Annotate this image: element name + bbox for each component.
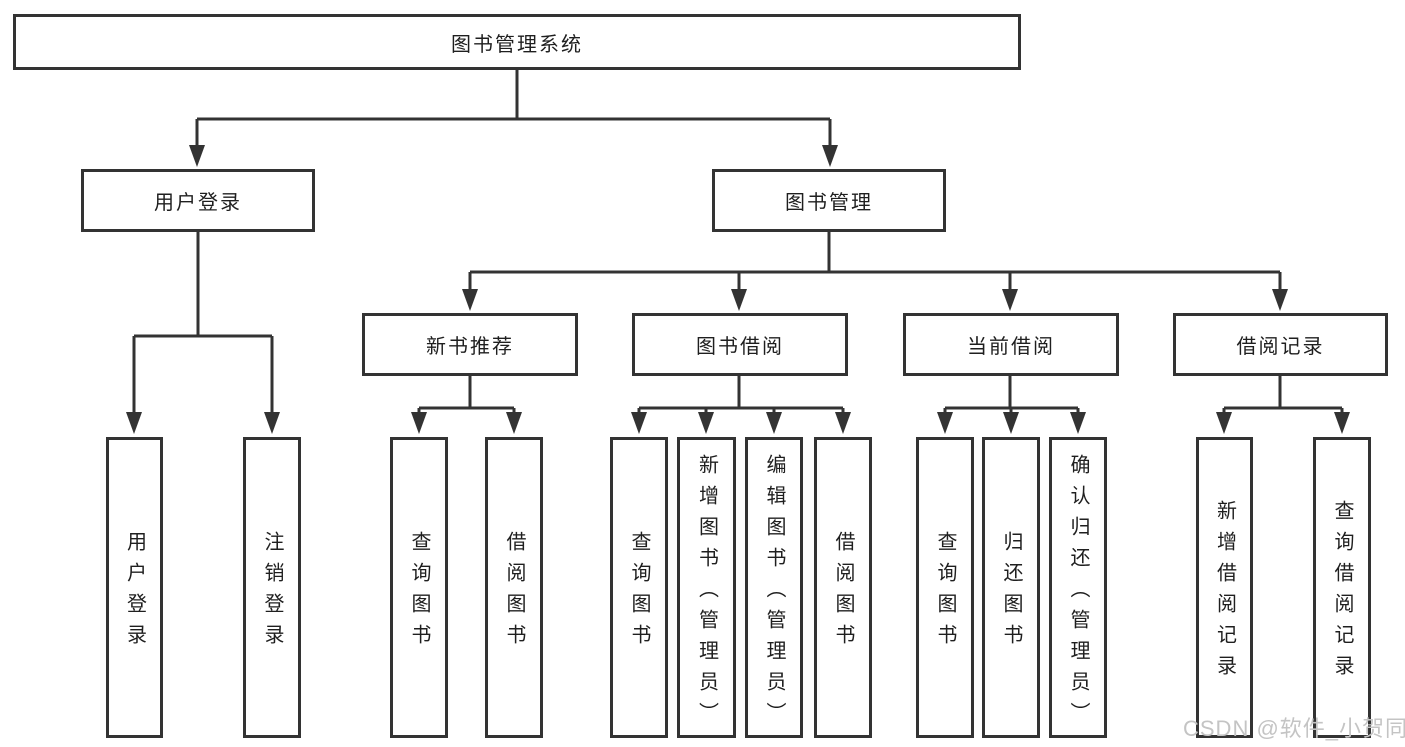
connector-bookmgmt-to-level3: [468, 232, 1282, 293]
arrowhead-icon: [1334, 412, 1350, 434]
node-borrow-records: 借阅记录: [1173, 313, 1388, 376]
connector-borrow-to-leaves: [637, 376, 845, 416]
connector-root-to-level2: [195, 69, 832, 150]
leaf-borrow-query-books: 查询图书: [610, 437, 668, 738]
leaf-borrow-edit-books-admin: 编辑图书（管理员）: [745, 437, 803, 738]
node-user-login: 用户登录: [81, 169, 315, 232]
node-new-book-recommend-label: 新书推荐: [426, 336, 514, 358]
leaf-newbook-query-books-label: 查询图书: [408, 531, 430, 655]
leaf-current-return-books: 归还图书: [982, 437, 1040, 738]
node-user-login-label: 用户登录: [154, 192, 242, 214]
leaf-newbook-query-books: 查询图书: [390, 437, 448, 738]
arrowhead-icon: [1002, 289, 1018, 311]
arrowhead-icon: [822, 145, 838, 167]
node-book-borrow: 图书借阅: [632, 313, 848, 376]
leaf-records-add-record-label: 新增借阅记录: [1213, 500, 1236, 686]
leaf-records-query-record-label: 查询借阅记录: [1331, 500, 1353, 686]
leaf-newbook-borrow-books-label: 借阅图书: [503, 531, 525, 655]
leaf-records-add-record: 新增借阅记录: [1196, 437, 1253, 738]
arrowhead-icon: [731, 289, 747, 311]
connector-userlogin-to-leaves: [132, 232, 274, 416]
arrowhead-icon: [1003, 412, 1019, 434]
leaf-borrow-add-books-admin: 新增图书（管理员）: [677, 437, 736, 738]
connector-records-to-leaves: [1222, 376, 1344, 416]
arrowhead-icon: [264, 412, 280, 434]
leaf-current-return-books-label: 归还图书: [1000, 531, 1022, 655]
node-borrow-records-label: 借阅记录: [1236, 336, 1325, 358]
leaf-user-login-label: 用户登录: [123, 531, 146, 655]
leaf-borrow-borrow-books: 借阅图书: [814, 437, 872, 738]
connector-newbook-to-leaves: [417, 376, 516, 416]
arrowhead-icon: [189, 145, 205, 167]
leaf-current-query-books: 查询图书: [916, 437, 974, 738]
node-current-borrow-label: 当前借阅: [967, 336, 1055, 358]
leaf-current-query-books-label: 查询图书: [934, 531, 956, 655]
arrowhead-icon: [937, 412, 953, 434]
arrowhead-icon: [631, 412, 647, 434]
leaf-borrow-add-books-admin-label: 新增图书（管理员）: [695, 453, 718, 733]
node-book-management: 图书管理: [712, 169, 946, 232]
arrowhead-icon: [506, 412, 522, 434]
arrowhead-icon: [835, 412, 851, 434]
node-root-label: 图书管理系统: [451, 33, 583, 56]
arrowhead-icon: [126, 412, 142, 434]
node-book-management-label: 图书管理: [785, 192, 873, 214]
arrowhead-icon: [698, 412, 714, 434]
arrowhead-icon: [766, 412, 782, 434]
leaf-current-confirm-return-admin-label: 确认归还（管理员）: [1067, 453, 1089, 733]
node-root: 图书管理系统: [13, 14, 1021, 70]
arrowhead-icon: [462, 289, 478, 311]
leaf-borrow-edit-books-admin-label: 编辑图书（管理员）: [763, 453, 785, 733]
arrowhead-icon: [1216, 412, 1232, 434]
leaf-logout-label: 注销登录: [261, 531, 283, 655]
node-book-borrow-label: 图书借阅: [696, 336, 784, 358]
leaf-user-login: 用户登录: [106, 437, 163, 738]
arrowhead-icon: [1272, 289, 1288, 311]
leaf-current-confirm-return-admin: 确认归还（管理员）: [1049, 437, 1107, 738]
leaf-records-query-record: 查询借阅记录: [1313, 437, 1371, 738]
arrowhead-icon: [1070, 412, 1086, 434]
connector-current-to-leaves: [943, 376, 1080, 416]
leaf-logout: 注销登录: [243, 437, 301, 738]
node-new-book-recommend: 新书推荐: [362, 313, 578, 376]
arrowhead-icon: [411, 412, 427, 434]
leaf-borrow-borrow-books-label: 借阅图书: [832, 531, 854, 655]
leaf-newbook-borrow-books: 借阅图书: [485, 437, 543, 738]
leaf-borrow-query-books-label: 查询图书: [628, 531, 650, 655]
csdn-watermark: CSDN @软件_小贺同学: [1183, 716, 1405, 741]
node-current-borrow: 当前借阅: [903, 313, 1119, 376]
